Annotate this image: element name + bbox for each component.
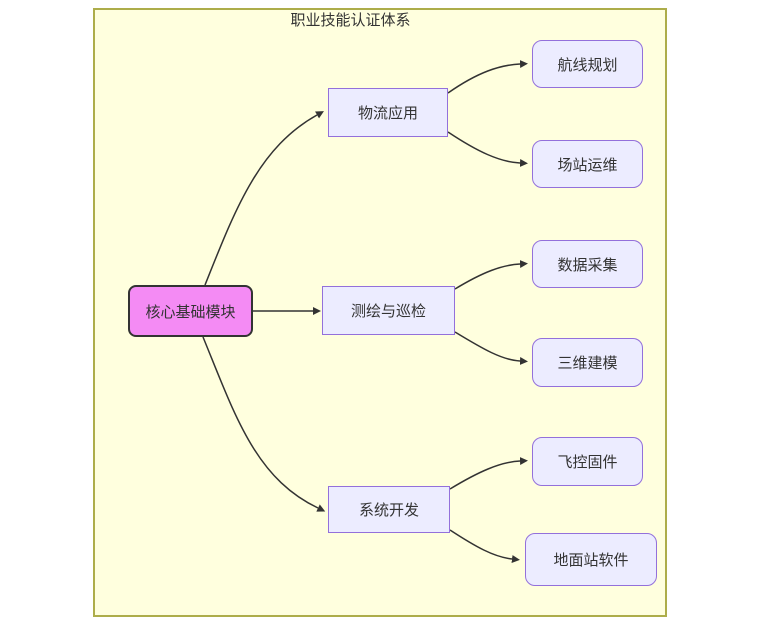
node-system-development: 系统开发 xyxy=(328,486,450,533)
node-station-operations: 场站运维 xyxy=(532,140,643,188)
node-route-planning: 航线规划 xyxy=(532,40,643,88)
node-flight-control-firmware: 飞控固件 xyxy=(532,437,643,486)
node-ground-station-software: 地面站软件 xyxy=(525,533,657,586)
node-logistics-application: 物流应用 xyxy=(328,88,448,137)
diagram-title: 职业技能认证体系 xyxy=(290,11,411,29)
node-surveying-and-inspection: 测绘与巡检 xyxy=(322,286,455,335)
node-3d-modeling: 三维建模 xyxy=(532,338,643,387)
node-core-base-module: 核心基础模块 xyxy=(128,285,253,337)
node-data-collection: 数据采集 xyxy=(532,240,643,288)
